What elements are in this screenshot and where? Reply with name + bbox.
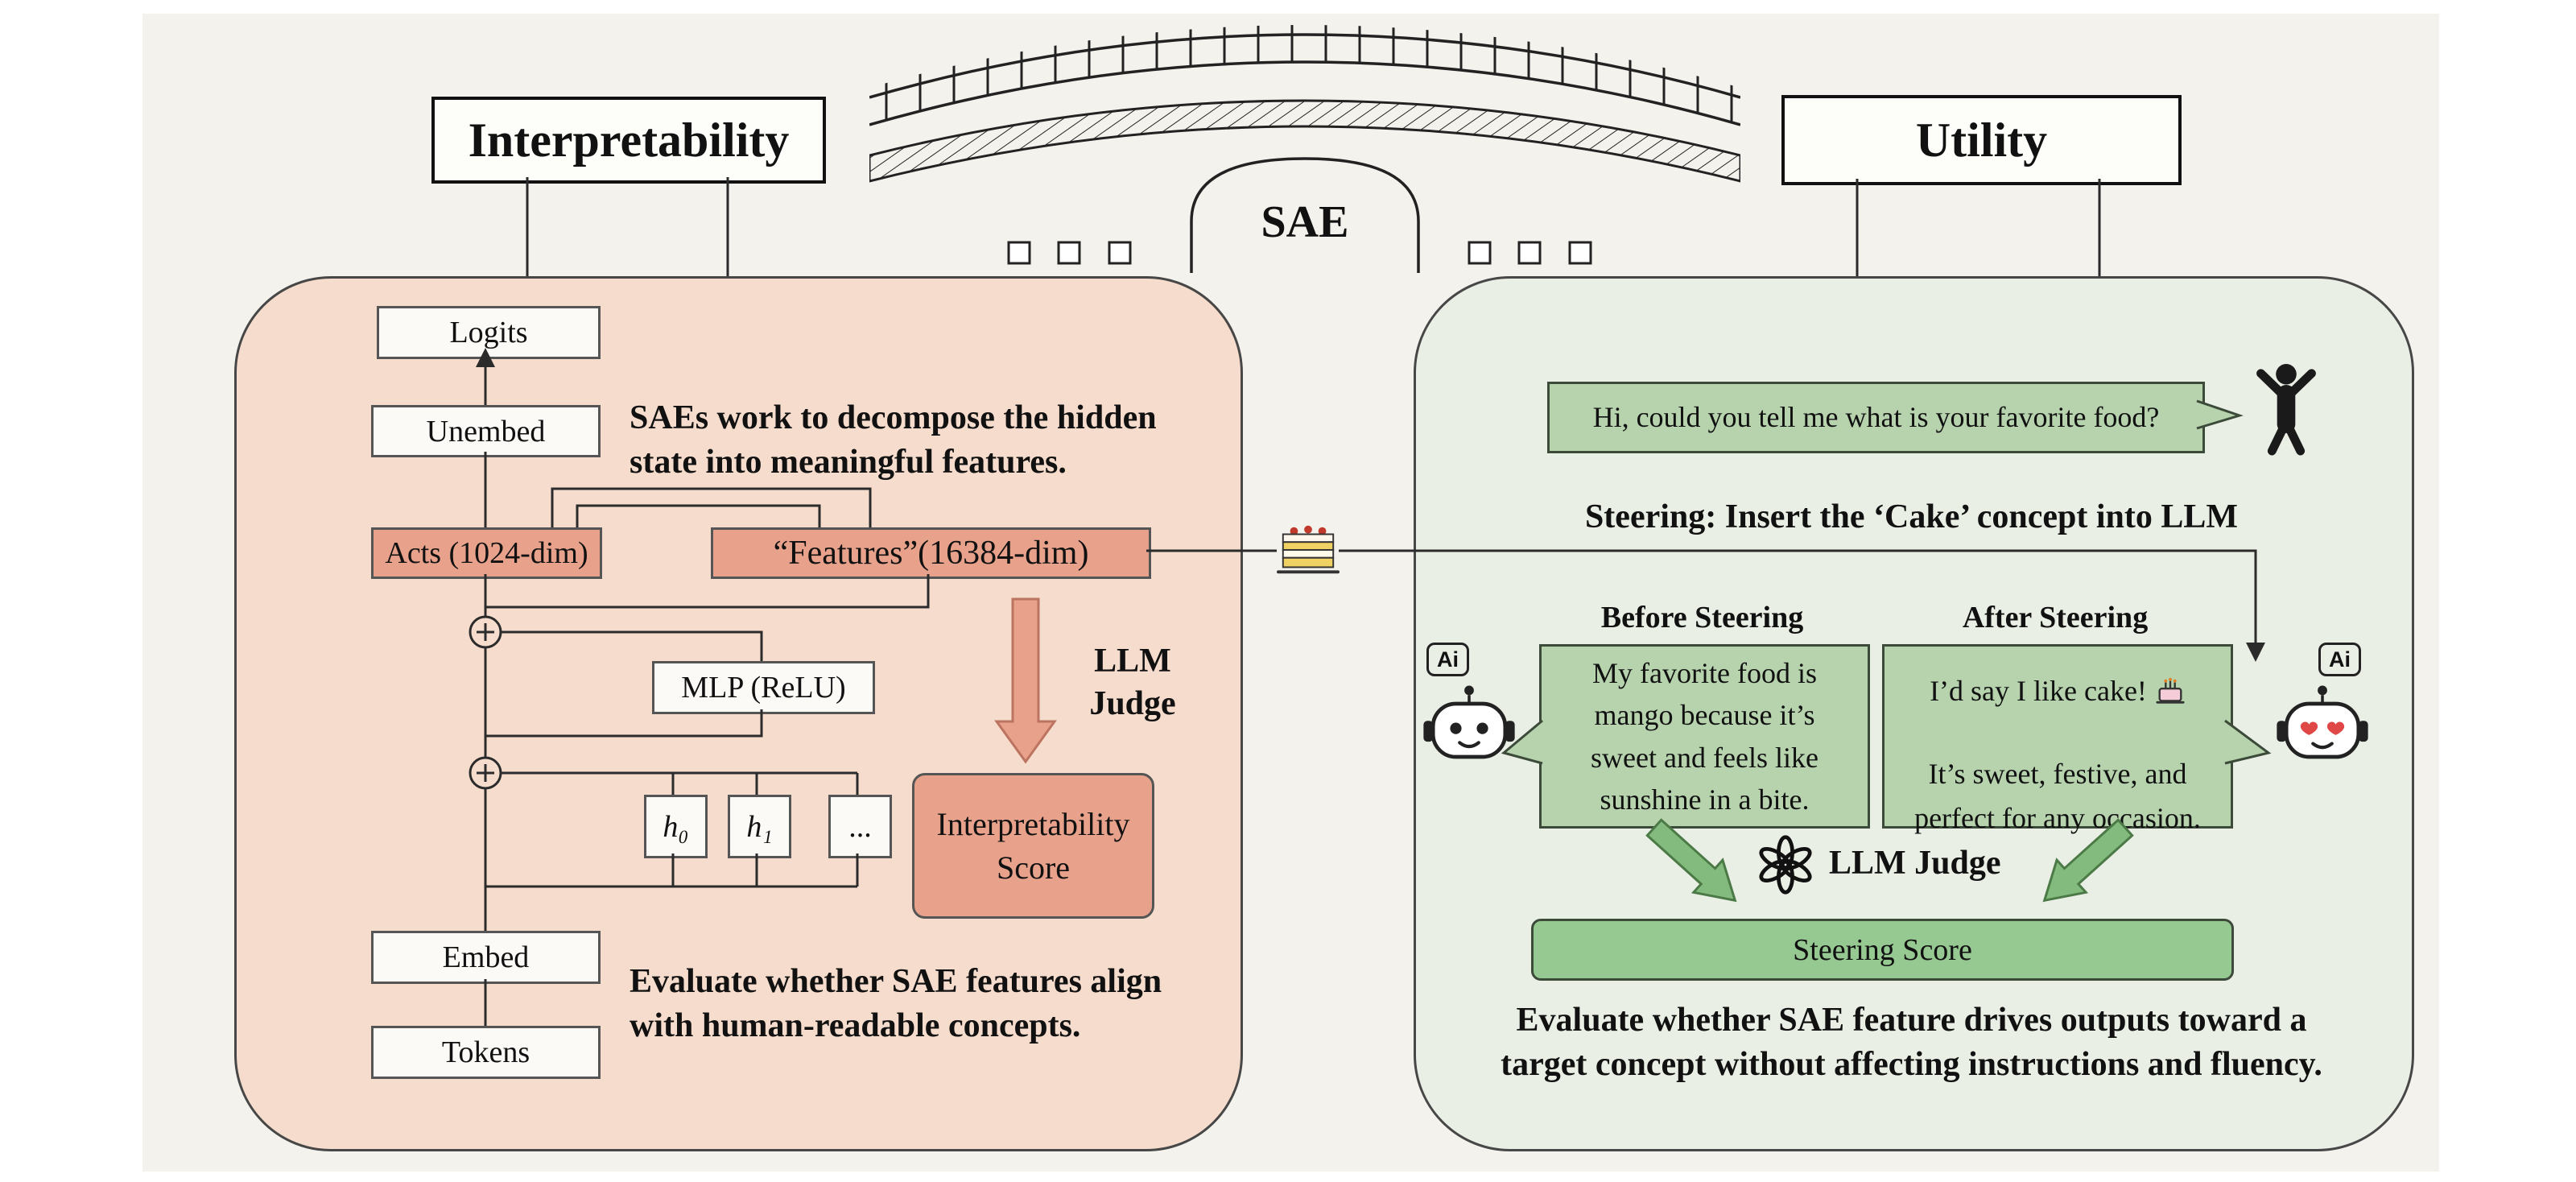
features-box: “Features”(16384-dim) — [711, 527, 1151, 579]
cake-icon — [1277, 522, 1340, 578]
h-ellipsis-box: ... — [828, 795, 892, 858]
after-response-line1: I’d say I like cake! — [1930, 674, 2147, 707]
after-steering-label: After Steering — [1962, 601, 2149, 634]
h0-box: h₀ — [644, 795, 708, 858]
after-steering-bubble: I’d say I like cake! It’s sweet, festive… — [1882, 644, 2233, 834]
interpretability-score-box: Interpretability Score — [912, 773, 1154, 919]
unembed-box: Unembed — [371, 405, 601, 457]
embed-box: Embed — [371, 931, 601, 984]
openai-logo-icon — [1755, 834, 1816, 895]
greeting-bubble: Hi, could you tell me what is your favor… — [1547, 382, 2205, 453]
evaluate-note-right: Evaluate whether SAE feature drives outp… — [1501, 1002, 2322, 1083]
evaluate-note-left: Evaluate whether SAE features align with… — [630, 963, 1162, 1044]
bridge-sae-label: SAE — [1261, 197, 1349, 247]
before-steering-label: Before Steering — [1600, 601, 1804, 634]
mlp-box: MLP (ReLU) — [652, 661, 875, 714]
ai-badge-left: Ai — [1426, 643, 1469, 676]
interpretability-title: Interpretability — [431, 97, 826, 184]
llm-judge-label-left: LLM Judge — [1089, 643, 1176, 722]
llm-judge-label-right: LLM Judge — [1829, 845, 2001, 882]
decompose-note: SAEs work to decompose the hidden state … — [630, 399, 1157, 481]
steering-score-bar: Steering Score — [1531, 919, 2234, 981]
before-steering-bubble: My favorite food is mango because it’s s… — [1539, 644, 1870, 829]
utility-title: Utility — [1781, 95, 2182, 185]
h1-box: h₁ — [728, 795, 791, 858]
steering-heading: Steering: Insert the ‘Cake’ concept into… — [1584, 498, 2239, 535]
ai-badge-right: Ai — [2318, 643, 2361, 676]
after-response-rest: It’s sweet, festive, and perfect for any… — [1914, 757, 2201, 835]
robot-icon-before — [1422, 683, 1517, 778]
birthday-cake-icon — [2155, 631, 2186, 752]
acts-box: Acts (1024-dim) — [371, 527, 602, 579]
tokens-box: Tokens — [371, 1026, 601, 1079]
person-icon — [2246, 362, 2326, 457]
robot-icon-after-heart-eyes — [2275, 683, 2370, 778]
logits-box: Logits — [377, 306, 601, 359]
